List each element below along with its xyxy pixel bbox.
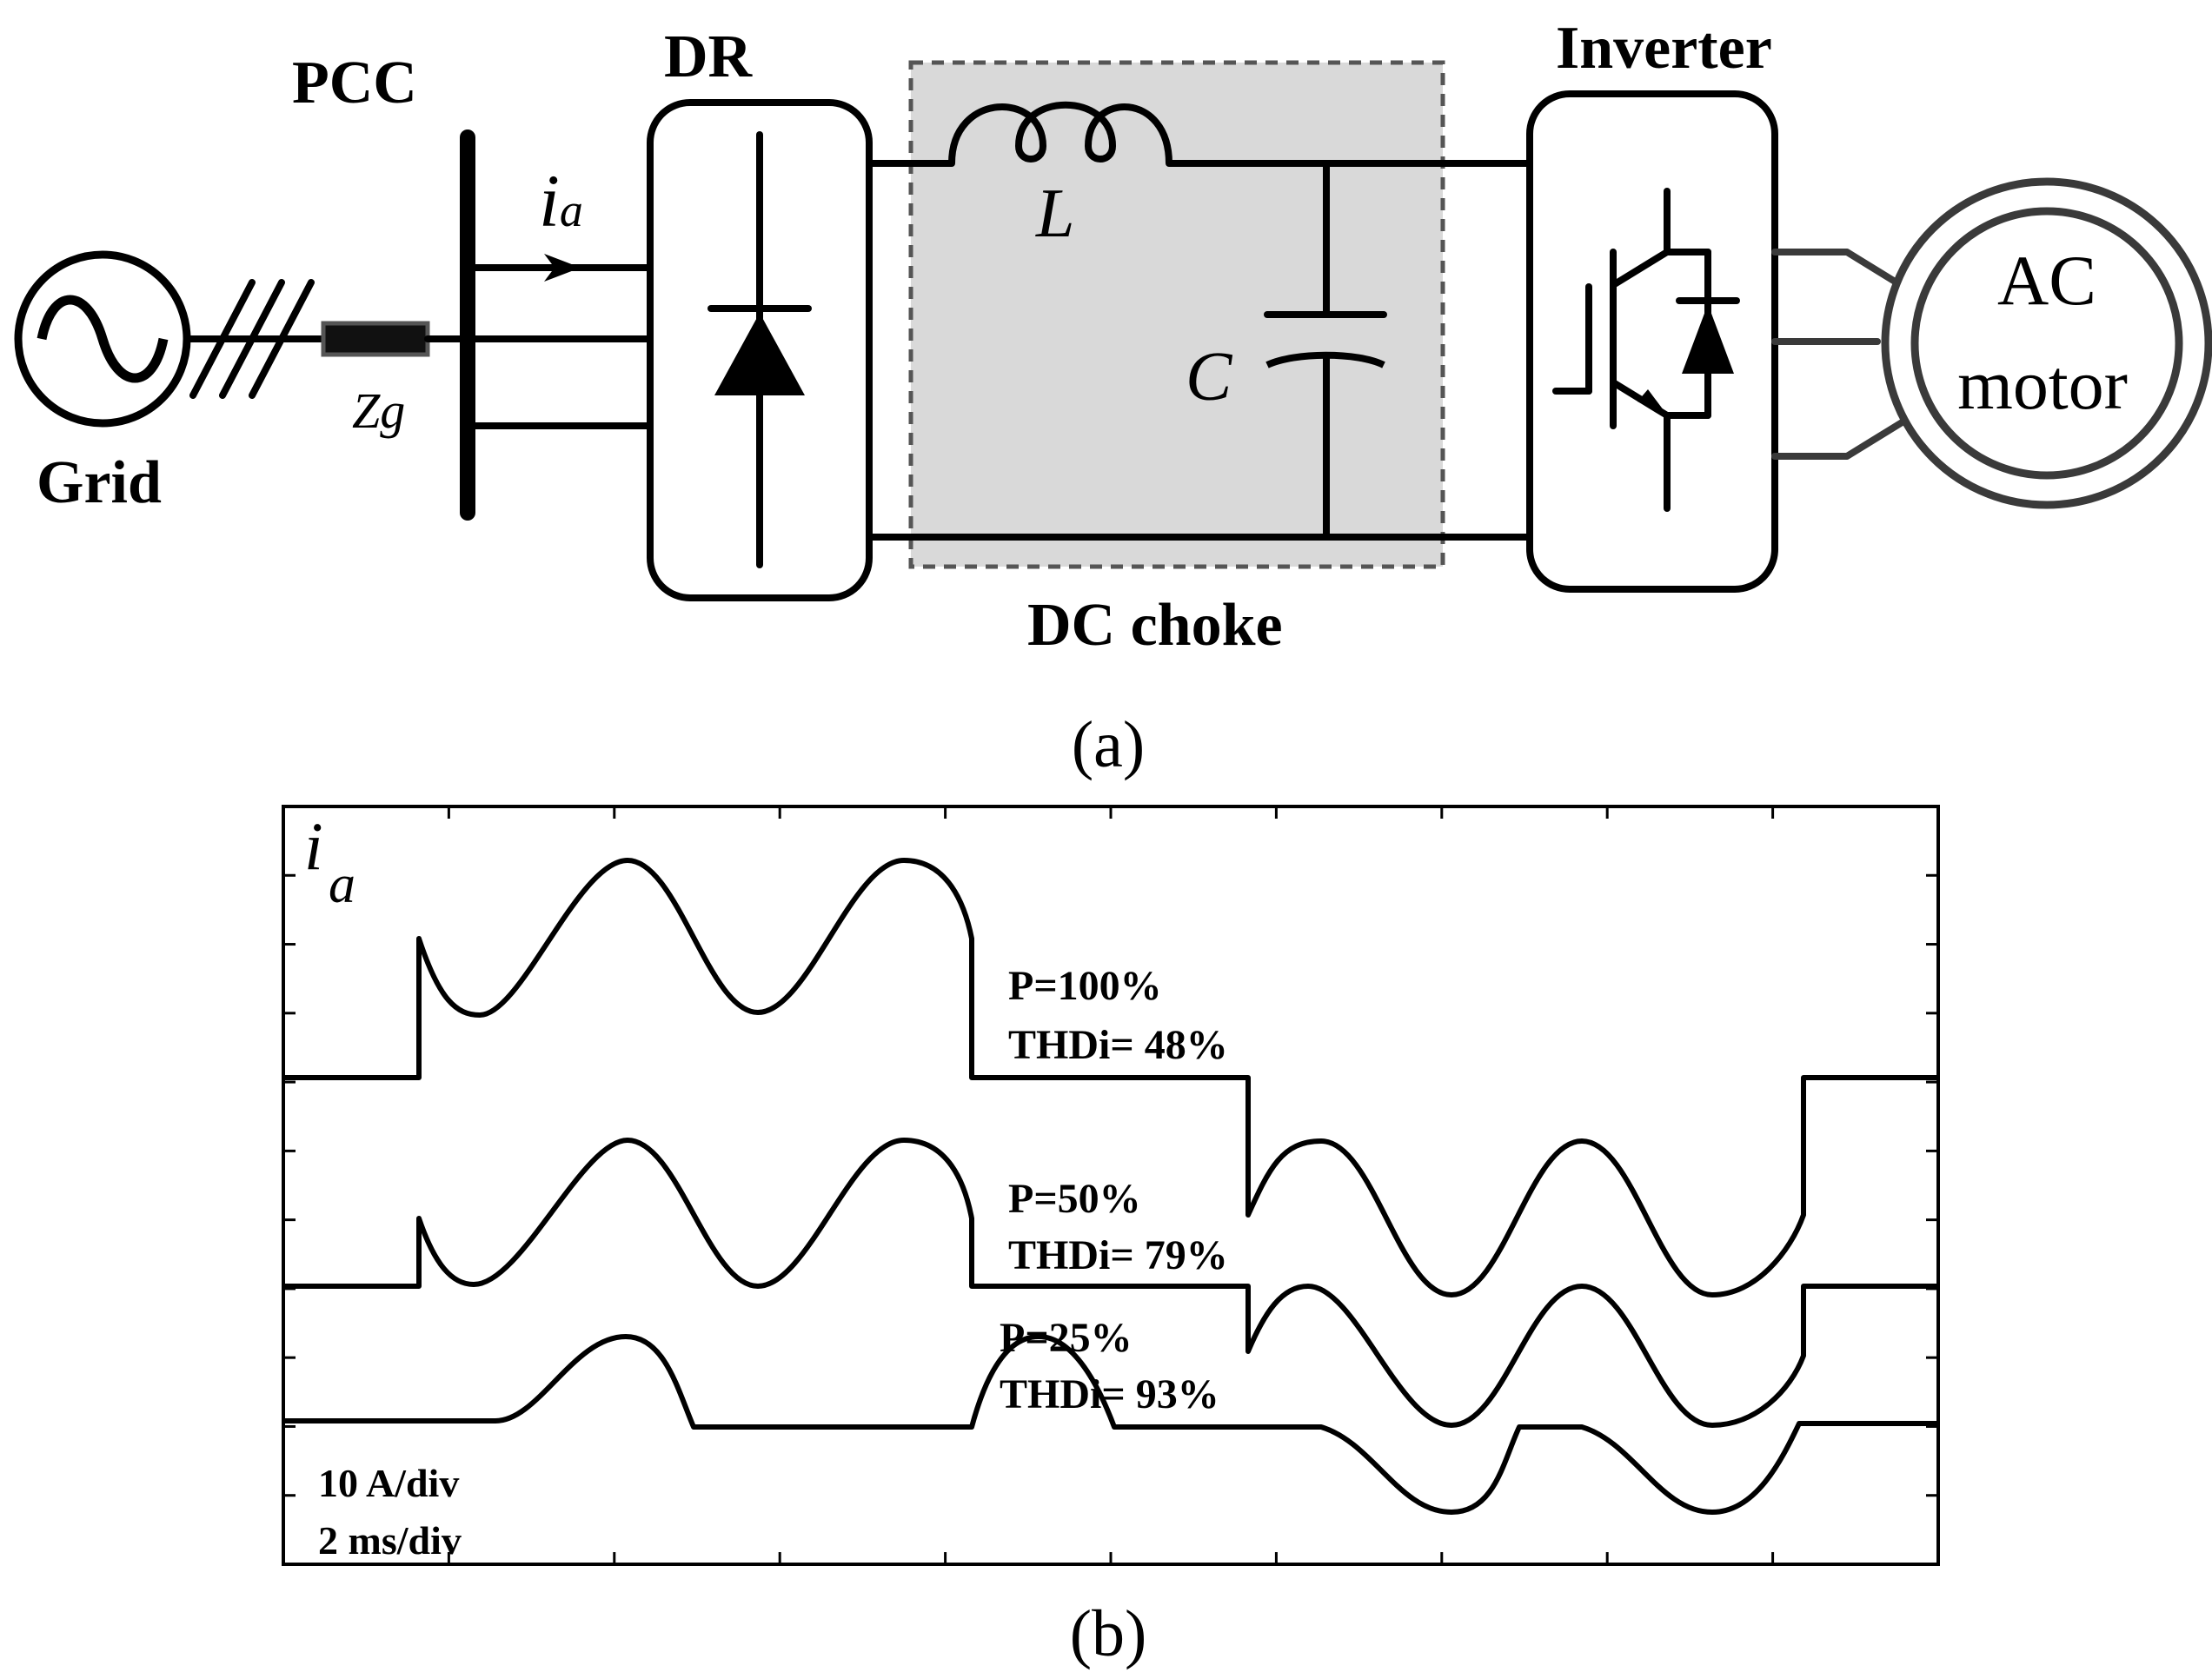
diode-icon <box>707 131 812 568</box>
motor-icon <box>1881 177 2212 509</box>
inverter-block <box>1526 90 1778 593</box>
trace2-power-label: P=50% <box>1008 1176 1141 1222</box>
caption-b: (b) <box>1070 1597 1147 1670</box>
trace1-thd-label: THDi= 48% <box>1008 1022 1228 1068</box>
current-label-a: ia <box>539 159 583 242</box>
igbt-icon <box>1552 188 1740 512</box>
waveform-plot: i a P=100% THDi= 48% P=50% THDi= 79% P=2… <box>282 805 1940 1670</box>
trace2-thd-label: THDi= 79% <box>1008 1232 1228 1278</box>
trace-p50 <box>283 1138 1938 1428</box>
scale-current-label: 10 A/div <box>318 1461 459 1505</box>
current-arrow <box>544 254 581 282</box>
scale-time-label: 2 ms/div <box>318 1518 462 1563</box>
caption-a: (a) <box>1072 708 1145 781</box>
plot-frame <box>282 805 1940 1566</box>
inverter-label: Inverter <box>1556 15 1772 82</box>
division-ticks <box>283 806 1938 1564</box>
motor-label-line1: AC <box>1997 241 2096 320</box>
three-phase-hash-icon <box>189 279 315 399</box>
motor-label-line2: motor <box>1957 345 2128 424</box>
signal-label-sub: a <box>329 855 355 914</box>
grid-label: Grid <box>37 449 162 516</box>
trace3-power-label: P=25% <box>1000 1315 1133 1361</box>
ac-source-icon <box>14 250 191 428</box>
pcc-label: PCC <box>292 50 417 116</box>
inductor-icon <box>948 101 1172 164</box>
trace1-power-label: P=100% <box>1008 963 1162 1009</box>
dc-choke-label: DC choke <box>1027 592 1283 659</box>
circuit-diagram: Grid Zg PCC ia DR <box>14 15 2212 781</box>
dr-label: DR <box>664 23 754 90</box>
trace3-thd-label: THDi= 93% <box>1000 1371 1219 1417</box>
capacitor-label: C <box>1186 339 1233 415</box>
trace-p25 <box>283 1334 1938 1515</box>
signal-label: i <box>304 808 323 884</box>
capacitor-icon <box>1264 160 1387 541</box>
inductor-label: L <box>1035 176 1075 252</box>
trace-p100 <box>283 858 1938 1297</box>
grid-impedance <box>321 321 430 357</box>
impedance-label: Zg <box>352 382 405 439</box>
